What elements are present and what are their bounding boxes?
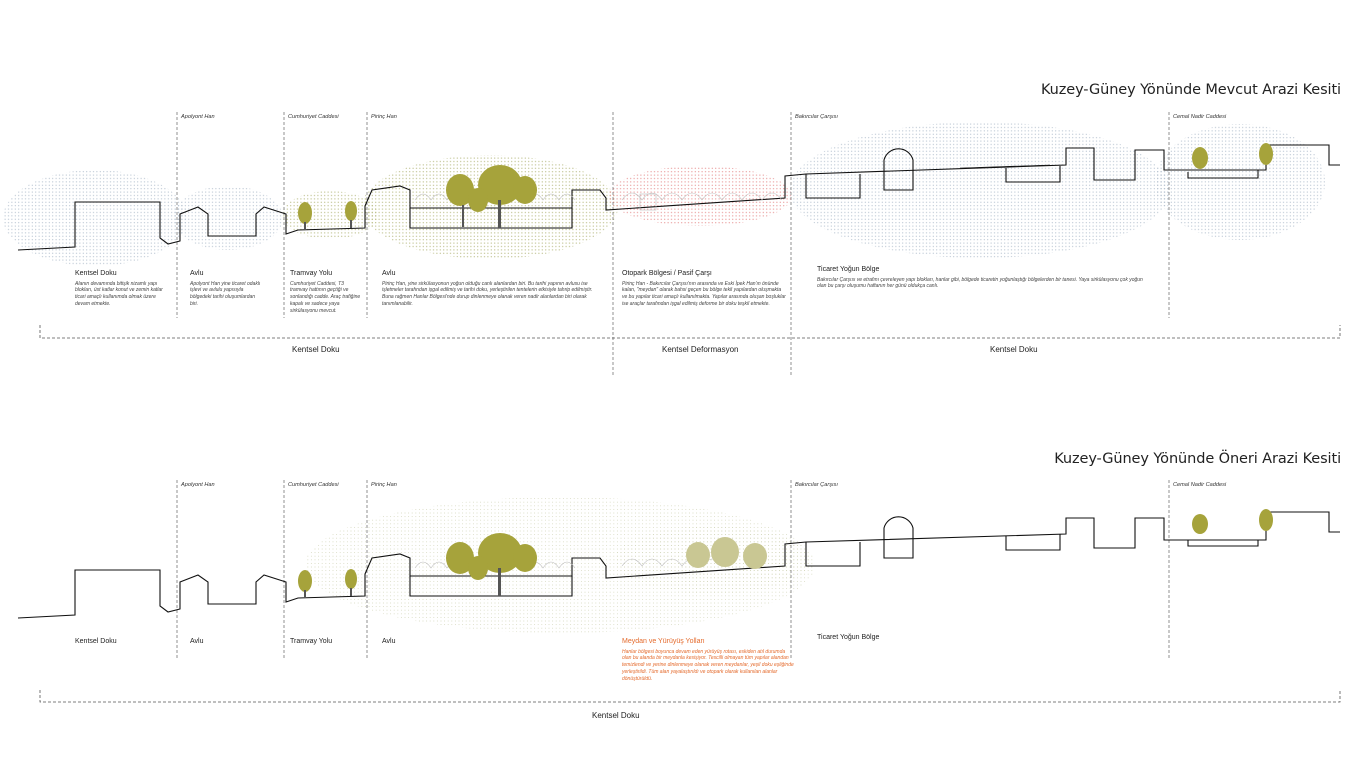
section2-zone-kentsel-doku: Kentsel Doku bbox=[75, 638, 171, 649]
section1-title: Kuzey-Güney Yönünde Mevcut Arazi Kesiti bbox=[1040, 82, 1341, 98]
zone-title: Tramvay Yolu bbox=[290, 638, 333, 645]
section2-band-kentsel-doku: Kentsel Doku bbox=[592, 711, 640, 720]
section1-label-cemal: Cemal Nadir Caddesi bbox=[1173, 114, 1227, 120]
zone-desc: Pirinç Han - Bakırcılar Çarşısı'nın aras… bbox=[622, 280, 786, 307]
section2-zone-ticaret: Ticaret Yoğun Bölge bbox=[817, 634, 937, 645]
section1-label-apolyont: Apolyont Han bbox=[181, 114, 215, 120]
section1-band-deformasyon: Kentsel Deformasyon bbox=[662, 345, 739, 354]
section1-zone-avlu-2: Avlu Pirinç Han, yine sirkülasyonun yoğu… bbox=[382, 270, 604, 308]
zone-desc: Apolyont Han yine ticaret odaklı işlevi … bbox=[190, 280, 261, 307]
zone-desc: Alanın devamında bitişik nizamlı yapı bl… bbox=[75, 280, 163, 307]
zone-desc: Hanlar bölgesi boyunca devam eden yürüyü… bbox=[622, 648, 794, 682]
zone-title: Ticaret Yoğun Bölge bbox=[817, 266, 880, 273]
section2-zone-meydan: Meydan ve Yürüyüş Yolları Hanlar bölgesi… bbox=[622, 638, 794, 682]
zone-desc: Bakırcılar Çarşısı ve etrafını çevreleye… bbox=[817, 276, 1143, 290]
section2-shading bbox=[305, 497, 815, 633]
zone-title: Avlu bbox=[382, 638, 396, 645]
section1-zone-ticaret: Ticaret Yoğun Bölge Bakırcılar Çarşısı v… bbox=[817, 266, 1147, 290]
section1-shading bbox=[3, 122, 1325, 266]
zone-title: Avlu bbox=[190, 638, 204, 645]
section1-zone-tramvay: Tramvay Yolu Cumhuriyet Caddesi, T3 tram… bbox=[290, 270, 362, 314]
section2-label-cemal: Cemal Nadir Caddesi bbox=[1173, 482, 1227, 488]
section1-label-cumhuriyet: Cumhuriyet Caddesi bbox=[288, 114, 339, 120]
zone-title: Kentsel Doku bbox=[75, 638, 117, 645]
zone-title: Tramvay Yolu bbox=[290, 270, 333, 277]
section2-trees bbox=[298, 509, 1273, 598]
section2-label-apolyont: Apolyont Han bbox=[181, 482, 215, 488]
section1-trees bbox=[298, 143, 1273, 230]
zone-desc: Pirinç Han, yine sirkülasyonun yoğun old… bbox=[382, 280, 593, 307]
section2-zone-avlu-2: Avlu bbox=[382, 638, 454, 649]
section1-buildings bbox=[17, 144, 1340, 251]
section2-label-bakircilar: Bakırcılar Çarşısı bbox=[795, 482, 838, 488]
zone-title: Avlu bbox=[190, 270, 204, 277]
section1-zone-kentsel-doku: Kentsel Doku Alanın devamında bitişik ni… bbox=[75, 270, 171, 308]
zone-title: Avlu bbox=[382, 270, 396, 277]
section2-title: Kuzey-Güney Yönünde Öneri Arazi Kesiti bbox=[1054, 451, 1341, 467]
section1-zone-otopark: Otopark Bölgesi / Pasif Çarşı Pirinç Han… bbox=[622, 270, 787, 308]
section1-band-kentsel-doku-2: Kentsel Doku bbox=[990, 345, 1038, 354]
section1-label-bakircilar: Bakırcılar Çarşısı bbox=[795, 114, 838, 120]
section1-dividers bbox=[176, 112, 1170, 375]
zone-title: Otopark Bölgesi / Pasif Çarşı bbox=[622, 270, 712, 277]
section2-band-line bbox=[39, 690, 1341, 703]
section1-zone-avlu-1: Avlu Apolyont Han yine ticaret odaklı iş… bbox=[190, 270, 262, 308]
zone-title: Ticaret Yoğun Bölge bbox=[817, 634, 880, 641]
section2-label-pirinc: Pirinç Han bbox=[371, 482, 397, 488]
section1-label-pirinc: Pirinç Han bbox=[371, 114, 397, 120]
zone-desc: Cumhuriyet Caddesi, T3 tramvay hattının … bbox=[290, 280, 361, 314]
section1-band-line bbox=[39, 325, 1341, 339]
section1-band-kentsel-doku-1: Kentsel Doku bbox=[292, 345, 340, 354]
zone-title: Meydan ve Yürüyüş Yolları bbox=[622, 638, 705, 645]
section2-label-cumhuriyet: Cumhuriyet Caddesi bbox=[288, 482, 339, 488]
section2-buildings bbox=[17, 511, 1340, 619]
section2-zone-tramvay: Tramvay Yolu bbox=[290, 638, 362, 649]
section2-zone-avlu-1: Avlu bbox=[190, 638, 262, 649]
zone-title: Kentsel Doku bbox=[75, 270, 117, 277]
